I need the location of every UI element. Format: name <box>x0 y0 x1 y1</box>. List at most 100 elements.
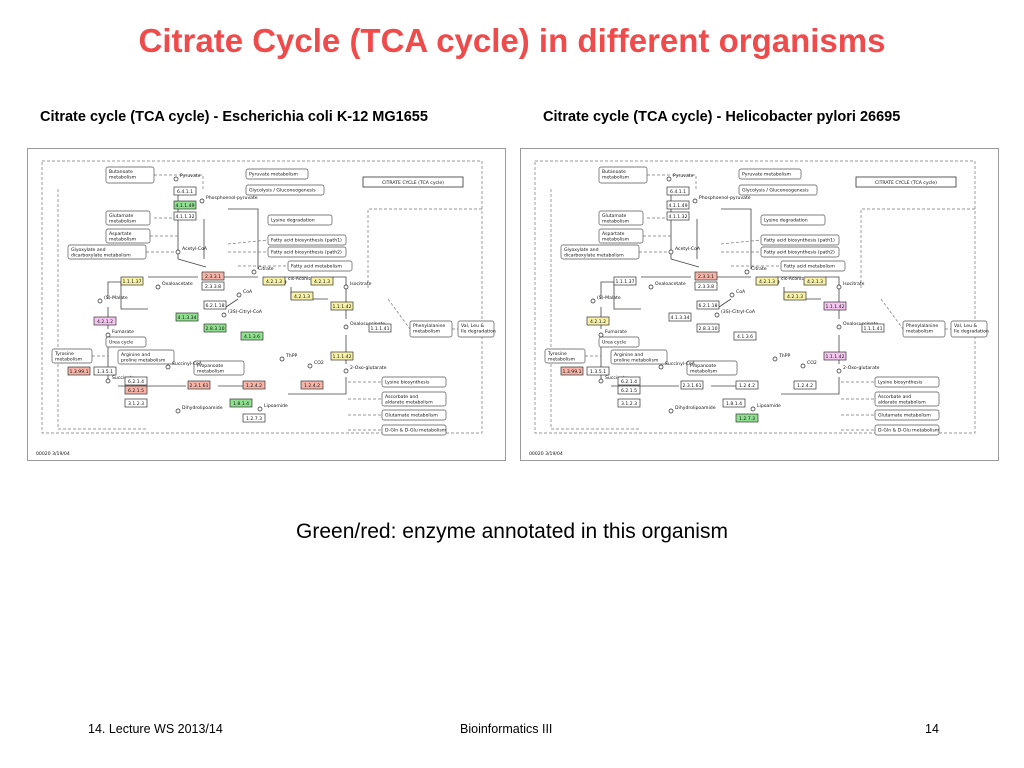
compound-label: Lipoamide <box>264 403 288 409</box>
enzyme-box[interactable]: 1.2.4.2 <box>793 380 817 390</box>
map-box-lysine-deg[interactable]: Lysine degradation <box>267 214 333 226</box>
enzyme-box[interactable]: 4.2.1.3 <box>290 291 314 301</box>
enzyme-box[interactable]: 6.2.1.4 <box>617 376 641 386</box>
map-box-glycolysis[interactable]: Glycolysis / Gluconeogenesis <box>245 184 325 196</box>
enzyme-box[interactable]: 4.1.1.49 <box>173 200 197 210</box>
enzyme-box[interactable]: 2.3.1.61 <box>680 380 704 390</box>
map-box-fatty-path2[interactable]: Fatty acid biosynthesis (path2) <box>760 246 840 258</box>
enzyme-box[interactable]: 6.2.1.18 <box>696 300 720 310</box>
enzyme-box[interactable]: 1.8.1.4 <box>722 398 746 408</box>
enzyme-box[interactable]: 1.3.99.1 <box>67 366 91 376</box>
enzyme-box[interactable]: 1.3.5.1 <box>586 366 610 376</box>
enzyme-box[interactable]: 1.1.1.42 <box>330 351 354 361</box>
map-box-glutamate2[interactable]: Glutamate metabolism <box>381 409 447 421</box>
enzyme-box[interactable]: 1.3.5.1 <box>93 366 117 376</box>
map-box-urea[interactable]: Urea cycle <box>598 336 640 348</box>
enzyme-box[interactable]: 4.2.1.3 <box>310 276 334 286</box>
enzyme-box[interactable]: 6.2.1.18 <box>203 300 227 310</box>
enzyme-box[interactable]: 4.1.1.49 <box>666 200 690 210</box>
map-box-dglu[interactable]: D-Gln & D-Glu metabolism <box>381 424 447 436</box>
map-box-fatty-met[interactable]: Fatty acid metabolism <box>780 260 846 272</box>
enzyme-box[interactable]: 1.1.1.42 <box>330 301 354 311</box>
enzyme-box[interactable]: 4.2.1.2 <box>586 316 610 326</box>
map-box-fatty-mito[interactable]: Fatty acid biosynthesis (path1) <box>267 234 347 246</box>
enzyme-box[interactable]: 2.3.3.1 <box>201 271 225 281</box>
enzyme-box[interactable]: 1.1.1.37 <box>120 276 144 286</box>
enzyme-box[interactable]: 1.3.99.1 <box>560 366 584 376</box>
enzyme-box[interactable]: 2.3.1.61 <box>187 380 211 390</box>
map-box-fatty-mito[interactable]: Fatty acid biosynthesis (path1) <box>760 234 840 246</box>
enzyme-box[interactable]: 1.2.4.2 <box>300 380 324 390</box>
enzyme-box[interactable]: 2.8.3.10 <box>203 323 227 333</box>
enzyme-box[interactable]: 4.2.1.3 <box>262 276 286 286</box>
enzyme-box[interactable]: 4.2.1.3 <box>803 276 827 286</box>
enzyme-box[interactable]: 2.3.3.8 <box>201 281 225 291</box>
enzyme-box[interactable]: 4.1.3.34 <box>175 312 199 322</box>
enzyme-box[interactable]: 1.8.1.4 <box>229 398 253 408</box>
map-box-val-leu[interactable]: Val, Leu &Ile degradation <box>457 320 496 338</box>
enzyme-box[interactable]: 4.1.3.6 <box>240 331 264 341</box>
map-box-fatty-met[interactable]: Fatty acid metabolism <box>287 260 353 272</box>
enzyme-box[interactable]: 1.2.7.3 <box>735 413 759 423</box>
map-box-lysine-bio[interactable]: Lysine biosynthesis <box>381 376 447 388</box>
enzyme-box[interactable]: 1.2.4.2 <box>242 380 266 390</box>
enzyme-box[interactable]: 6.2.1.5 <box>124 385 148 395</box>
map-box-urea[interactable]: Urea cycle <box>105 336 147 348</box>
map-box-dglu[interactable]: D-Gln & D-Glu metabolism <box>874 424 940 436</box>
enzyme-box[interactable]: 4.2.1.3 <box>783 291 807 301</box>
enzyme-box[interactable]: 2.3.3.8 <box>694 281 718 291</box>
enzyme-box[interactable]: 1.1.1.41 <box>368 323 392 333</box>
enzyme-box[interactable]: 1.1.1.42 <box>823 301 847 311</box>
enzyme-box[interactable]: 2.3.3.1 <box>694 271 718 281</box>
enzyme-box[interactable]: 6.4.1.1 <box>666 186 690 196</box>
enzyme-box[interactable]: 6.2.1.5 <box>617 385 641 395</box>
enzyme-box[interactable]: 4.2.1.3 <box>755 276 779 286</box>
enzyme-box[interactable]: 3.1.2.3 <box>617 398 641 408</box>
map-box-glycolysis[interactable]: Glycolysis / Gluconeogenesis <box>738 184 818 196</box>
enzyme-box[interactable]: 1.1.1.42 <box>823 351 847 361</box>
map-box-lysine-bio[interactable]: Lysine biosynthesis <box>874 376 940 388</box>
map-box-label: dicarboxylate metabolism <box>71 253 131 259</box>
map-box-val-leu[interactable]: Val, Leu &Ile degradation <box>950 320 989 338</box>
map-box-fatty-path2[interactable]: Fatty acid biosynthesis (path2) <box>267 246 347 258</box>
enzyme-box[interactable]: 1.2.4.2 <box>735 380 759 390</box>
map-box-pyruvate-met[interactable]: Pyruvate metabolism <box>738 168 802 180</box>
enzyme-box[interactable]: 6.4.1.1 <box>173 186 197 196</box>
enzyme-box[interactable]: 4.1.3.34 <box>668 312 692 322</box>
enzyme-box[interactable]: 3.1.2.3 <box>124 398 148 408</box>
enzyme-box[interactable]: 4.2.1.2 <box>93 316 117 326</box>
map-link <box>227 239 269 245</box>
enzyme-box[interactable]: 4.1.1.32 <box>173 211 197 221</box>
map-box-lysine-deg[interactable]: Lysine degradation <box>760 214 826 226</box>
enzyme-box[interactable]: 1.1.1.37 <box>613 276 637 286</box>
enzyme-label: 1.1.1.37 <box>616 279 635 285</box>
map-box-glutamate2[interactable]: Glutamate metabolism <box>874 409 940 421</box>
enzyme-box[interactable]: 1.2.7.3 <box>242 413 266 423</box>
enzyme-box[interactable]: 4.1.1.32 <box>666 211 690 221</box>
compound-node <box>750 406 756 412</box>
compound-node <box>175 249 181 255</box>
enzyme-box[interactable]: 1.1.1.41 <box>861 323 885 333</box>
map-box-pyruvate-met[interactable]: Pyruvate metabolism <box>245 168 309 180</box>
enzyme-box[interactable]: 2.8.3.10 <box>696 323 720 333</box>
enzyme-box[interactable]: 6.2.1.4 <box>124 376 148 386</box>
enzyme-box[interactable]: 4.1.3.6 <box>733 331 757 341</box>
